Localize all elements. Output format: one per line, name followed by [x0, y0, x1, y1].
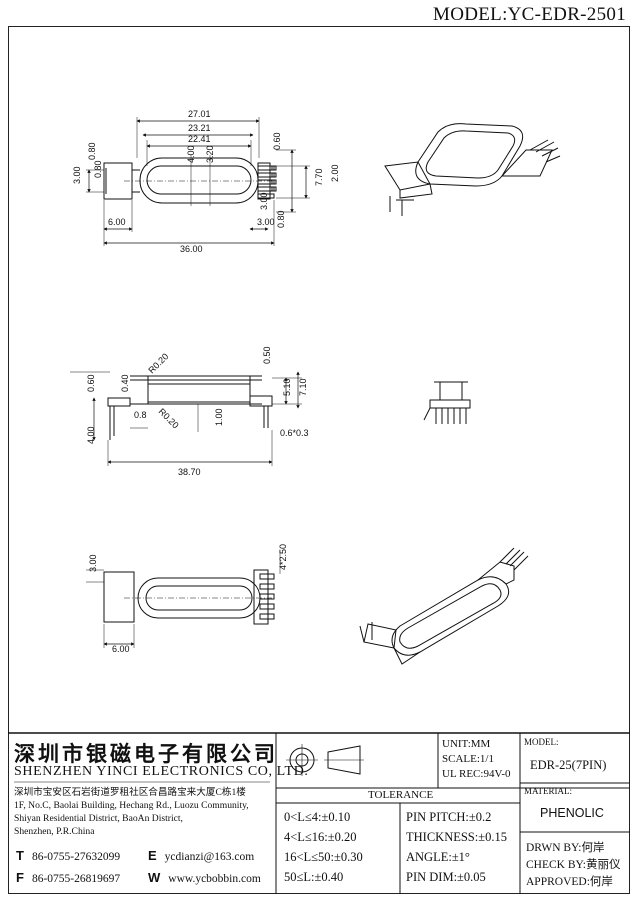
- front-pin-view: [423, 381, 471, 424]
- company-name-cn: 深圳市银磁电子有限公司: [14, 741, 278, 766]
- model-label: MODEL:: [524, 737, 559, 747]
- tolerance-title: TOLERANCE: [368, 789, 434, 801]
- isometric-view-bottom: [359, 547, 529, 665]
- side-view-dim-9: 4.00: [86, 426, 96, 444]
- tolerance-row-2: 4<L≤16:±0.20: [284, 830, 357, 844]
- top-view-dim-4: 3.20: [205, 145, 215, 163]
- bottom-view: [86, 550, 281, 648]
- contact-fax: F 86-0755-26819697: [16, 870, 120, 885]
- tolerance-row-1: 0<L≤4:±0.10: [284, 810, 351, 824]
- ul-rec-label: UL REC:94V-0: [442, 768, 511, 780]
- side-view-dim-6: 7.10: [298, 378, 308, 396]
- material-label: MATERIAL:: [524, 786, 572, 796]
- side-view-dim-5: 5.10: [282, 378, 292, 396]
- approved-by: APPROVED:何岸: [526, 876, 613, 888]
- top-view-dim-15: 0.80: [87, 142, 97, 160]
- drawn-by: DRWN BY:何岸: [526, 842, 605, 854]
- scale-label: SCALE:1/1: [442, 753, 494, 765]
- top-view-dim-0: 27.01: [188, 109, 211, 119]
- tolerance-row-4: 50≤L:±0.40: [284, 870, 344, 884]
- drawing-frame: [8, 26, 630, 894]
- top-view-dim-8: 0.80: [93, 160, 103, 178]
- address-line-4: Shenzhen, P.R.China: [14, 826, 95, 837]
- thickness-tol: THICKNESS:±0.15: [406, 830, 507, 844]
- pin-pitch-tol: PIN PITCH:±0.2: [406, 810, 492, 824]
- top-view-dim-7: 7.70: [314, 168, 324, 186]
- top-view-dim-6: 2.00: [330, 164, 340, 182]
- side-view-dim-7: 0.8: [134, 410, 147, 420]
- fax-label: F: [16, 870, 24, 885]
- pin-dim-tol: PIN DIM:±0.05: [406, 870, 486, 884]
- bottom-view-pins: [259, 573, 275, 620]
- bottom-view-left-block: [103, 571, 135, 623]
- top-view-dim-10: 0.80: [276, 210, 286, 228]
- top-view-dim-3: 4.00: [186, 145, 196, 163]
- top-view-dim-13: 36.00: [180, 244, 203, 254]
- fax-value: 86-0755-26819697: [31, 873, 121, 885]
- contact-tel: T 86-0755-27632099: [16, 848, 120, 863]
- check-by: CHECK BY:黄丽仪: [526, 859, 621, 871]
- bottom-view-dim-0: 3.00: [88, 554, 98, 572]
- top-view-dim-12: 6.00: [108, 217, 126, 227]
- address-line-1: 深圳市宝安区石岩街道罗租社区合昌路宝来大厦C栋1楼: [14, 787, 246, 798]
- side-view-dim-1: 0.40: [120, 374, 130, 392]
- side-view-dim-4: 0.50: [262, 346, 272, 364]
- top-view: [86, 117, 310, 246]
- angle-tol: ANGLE:±1°: [406, 850, 470, 864]
- web-label: W: [148, 870, 161, 885]
- top-view-left-block: [103, 162, 133, 200]
- email-label: E: [148, 848, 157, 863]
- model-value: EDR-25(7PIN): [530, 758, 607, 772]
- top-view-inner-slot: [146, 165, 252, 195]
- address-line-2: 1F, No.C, Baolai Building, Hechang Rd., …: [14, 800, 249, 811]
- top-view-dim-2: 22.41: [188, 134, 211, 144]
- unit-label: UNIT:MM: [442, 738, 491, 750]
- top-view-dim-1: 23.21: [188, 123, 211, 133]
- side-view-dim-8: 1.00: [214, 408, 224, 426]
- material-value: PHENOLIC: [540, 806, 604, 820]
- company-name-en: SHENZHEN YINCI ELECTRONICS CO, LTD.: [14, 764, 309, 779]
- tel-label: T: [16, 848, 24, 863]
- top-view-dim-11: 3.00: [257, 217, 275, 227]
- side-view-left-flange: [107, 397, 131, 407]
- isometric-view-top: [384, 123, 561, 216]
- address-line-3: Shiyan Residential District, BaoAn Distr…: [14, 813, 183, 824]
- tolerance-row-3: 16<L≤50:±0.30: [284, 850, 363, 864]
- top-view-dim-5: 0.60: [272, 132, 282, 150]
- side-view-dim-11: 0.6*0.3: [280, 428, 309, 438]
- side-view-dim-0: 0.60: [86, 374, 96, 392]
- top-view-dim-14: 3.00: [259, 192, 269, 210]
- projection-symbol-icon: [286, 744, 364, 776]
- side-view-dim-2: R0.20: [146, 351, 170, 375]
- top-view-dim-9: 3.00: [72, 166, 82, 184]
- email-value: ycdianzi@163.com: [164, 851, 255, 863]
- bottom-view-right-block: [253, 569, 269, 625]
- side-view-dim-3: R0.20: [157, 406, 181, 430]
- top-view-pins: [257, 165, 277, 199]
- web-value: www.ycbobbin.com: [168, 873, 261, 885]
- title-block-grid: [8, 732, 630, 894]
- side-view: [70, 371, 302, 466]
- top-view-outer-slot: [139, 157, 259, 204]
- bottom-view-dim-2: 4*2.50: [278, 544, 288, 570]
- side-view-dim-10: 38.70: [178, 467, 201, 477]
- bottom-view-dim-1: 6.00: [112, 644, 130, 654]
- model-title: MODEL:YC-EDR-2501: [433, 4, 626, 25]
- tel-value: 86-0755-27632099: [31, 851, 121, 863]
